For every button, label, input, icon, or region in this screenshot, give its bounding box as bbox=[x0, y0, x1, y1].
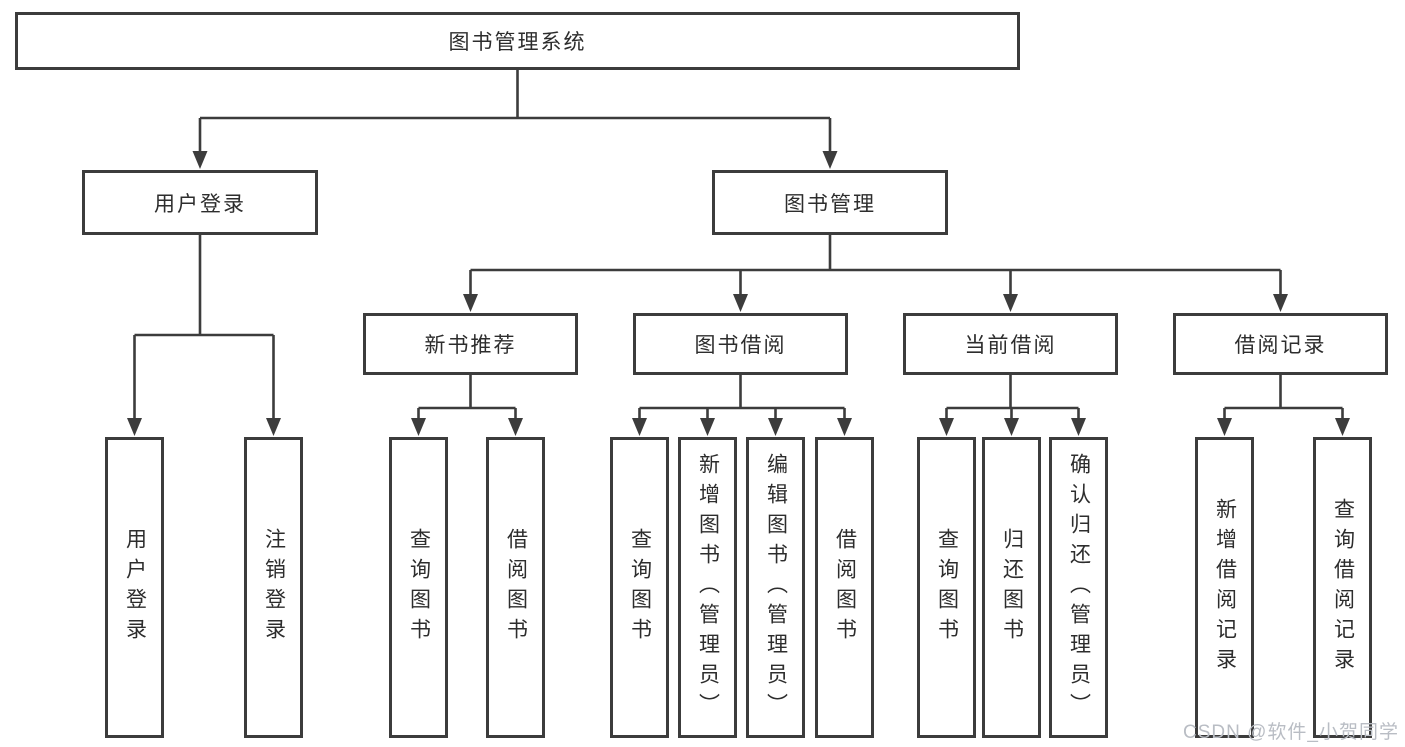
node-leaf-borrow-books-2: 借阅图书 bbox=[815, 437, 874, 738]
node-leaf-query-books-1: 查询图书 bbox=[389, 437, 448, 738]
node-leaf-edit-books-admin: 编辑图书（管理员） bbox=[746, 437, 805, 738]
node-label: 确认归还（管理员） bbox=[1067, 452, 1091, 723]
node-root-label: 图书管理系统 bbox=[448, 31, 587, 54]
node-label: 查询图书 bbox=[628, 527, 652, 648]
node-leaf-add-borrow-record: 新增借阅记录 bbox=[1195, 437, 1254, 738]
node-leaf-logout: 注销登录 bbox=[244, 437, 303, 738]
node-leaf-borrow-books-1: 借阅图书 bbox=[486, 437, 545, 738]
csdn-watermark: CSDN @软件_小贺同学 bbox=[1183, 722, 1399, 743]
node-label: 新增借阅记录 bbox=[1213, 497, 1237, 678]
node-new-book-recommend: 新书推荐 bbox=[363, 313, 578, 375]
node-leaf-confirm-return-admin: 确认归还（管理员） bbox=[1049, 437, 1108, 738]
node-label: 查询图书 bbox=[935, 527, 959, 648]
node-label: 借阅记录 bbox=[1234, 334, 1327, 357]
node-label: 编辑图书（管理员） bbox=[764, 452, 788, 723]
node-label: 借阅图书 bbox=[504, 527, 528, 648]
node-leaf-query-books-2: 查询图书 bbox=[610, 437, 669, 738]
node-label: 当前借阅 bbox=[964, 334, 1057, 357]
node-label: 新增图书（管理员） bbox=[696, 452, 720, 723]
node-current-borrowing: 当前借阅 bbox=[903, 313, 1118, 375]
node-label: 查询图书 bbox=[407, 527, 431, 648]
node-borrowing-records: 借阅记录 bbox=[1173, 313, 1388, 375]
node-leaf-add-books-admin: 新增图书（管理员） bbox=[678, 437, 737, 738]
node-user-login: 用户登录 bbox=[82, 170, 318, 235]
node-label: 用户登录 bbox=[154, 192, 246, 216]
node-leaf-user-login: 用户登录 bbox=[105, 437, 164, 738]
node-leaf-return-books: 归还图书 bbox=[982, 437, 1041, 738]
node-label: 查询借阅记录 bbox=[1331, 497, 1355, 678]
node-label: 用户登录 bbox=[123, 527, 147, 648]
node-root: 图书管理系统 bbox=[15, 12, 1020, 70]
node-label: 新书推荐 bbox=[424, 334, 517, 357]
node-label: 注销登录 bbox=[262, 527, 286, 648]
node-label: 归还图书 bbox=[1000, 527, 1024, 648]
node-book-borrowing: 图书借阅 bbox=[633, 313, 848, 375]
node-label: 图书管理 bbox=[784, 192, 876, 216]
node-label: 图书借阅 bbox=[694, 334, 787, 357]
node-leaf-query-borrow-record: 查询借阅记录 bbox=[1313, 437, 1372, 738]
node-book-management: 图书管理 bbox=[712, 170, 948, 235]
node-label: 借阅图书 bbox=[833, 527, 857, 648]
node-leaf-query-books-3: 查询图书 bbox=[917, 437, 976, 738]
